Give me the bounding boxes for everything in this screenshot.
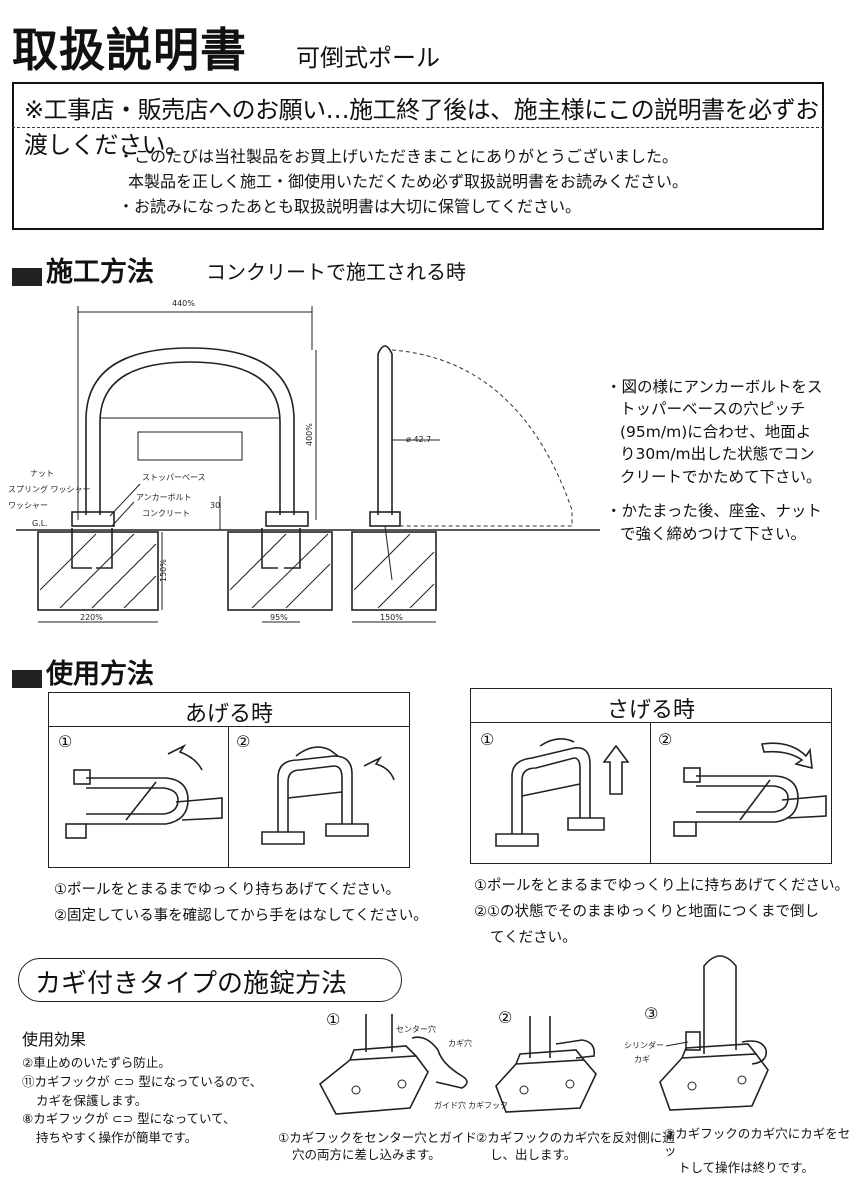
raise-divider	[48, 726, 410, 727]
stopper-base-label: ストッパーベース	[142, 473, 206, 482]
lower-frame	[470, 688, 832, 864]
lower-caption-1: ①ポールをとまるまでゆっくり上に持ちあげてください。	[474, 878, 850, 894]
notice-headline: ※工事店・販売店へのお願い…施工終了後は、施主様にこの説明書を必ずお渡しください…	[12, 82, 824, 159]
install-note-line: (95m/m)に合わせ、地面よ	[620, 422, 812, 441]
raise-step2-num: ②	[236, 732, 251, 751]
install-heading: 施工方法	[12, 250, 154, 289]
document-subtitle: 可倒式ポール	[296, 44, 440, 72]
key-label: カギ	[634, 1055, 650, 1064]
raise-step1-illustration	[65, 743, 223, 839]
dim-150-depth-label: 150%	[159, 559, 168, 582]
lock-step2-illustration	[495, 1016, 597, 1113]
lower-caption-2: ②①の状態でそのままゆっくりと地面につくまで倒し	[474, 904, 819, 920]
center-hole-label: センター穴	[396, 1024, 436, 1034]
concrete-label: コンクリート	[142, 509, 190, 518]
dim-95-label: 95%	[270, 613, 288, 622]
lock-step1-illustration: センター穴 カギ穴 ガイド穴 カギフック	[318, 1014, 508, 1115]
notice-line-1: ・このたびは当社製品をお買上げいただきまことにありがとうございました。	[118, 147, 679, 166]
nut-label: ナット	[30, 469, 54, 478]
dim-width-label: 440%	[172, 299, 195, 308]
raise-title: あげる時	[184, 702, 273, 727]
lock-caption-line: ②カギフックのカギ穴を反対側に通	[476, 1130, 675, 1145]
lock-step3-illustration: シリンダー カギ	[624, 955, 769, 1111]
dim-220-label: 220%	[80, 613, 103, 622]
raise-caption-1: ①ポールをとまるまでゆっくり持ちあげてください。	[54, 882, 401, 898]
effects-title: 使用効果	[22, 1030, 87, 1049]
washer-label: ワッシャー	[8, 501, 48, 510]
usage-heading: 使用方法	[12, 652, 154, 691]
install-note-line: トッパーベースの穴ピッチ	[620, 400, 806, 419]
lock-heading: カギ付きタイプの施錠方法	[18, 958, 402, 1002]
raise-step1-num: ①	[58, 732, 73, 751]
spring-washer-label: スプリング ワッシャー	[8, 484, 91, 494]
notice-line-2: 本製品を正しく施工・御使用いただくため必ず取扱説明書をお読みください。	[128, 172, 689, 191]
lock-step1-caption: ①カギフックをセンター穴とガイド 穴の両方に差し込みます。	[278, 1130, 477, 1164]
lock-step2-caption: ②カギフックのカギ穴を反対側に通 し、出します。	[476, 1130, 675, 1164]
anchor-bolt-label: アンカーボルト	[136, 493, 192, 502]
notice-box	[12, 82, 824, 230]
installation-diagram: 440% 400% G.L. ナット スプリング ワッシャー ワッシャー ストッ…	[8, 299, 600, 623]
key-hook-label: カギフック	[468, 1101, 508, 1110]
lock-caption-line: し、出します。	[490, 1146, 577, 1162]
effect-item: ⑪カギフックが ⊂⊃ 型になっているので、	[22, 1073, 263, 1089]
lower-step1-num: ①	[480, 730, 495, 749]
lower-step2-illustration	[673, 742, 827, 837]
install-notes: ・図の様にアンカーボルトをス トッパーベースの穴ピッチ (95m/m)に合わせ、…	[606, 376, 842, 545]
lower-split	[650, 722, 651, 864]
dim-height-label: 400%	[305, 423, 314, 446]
dim-150-width-label: 150%	[380, 613, 403, 622]
section-marker-icon	[12, 669, 42, 688]
install-note-line: ・かたまった後、座金、ナット	[606, 502, 822, 521]
effects-list: ②車止めのいたずら防止。 ⑪カギフックが ⊂⊃ 型になっているので、 カギを保護…	[22, 1054, 262, 1148]
effect-item: カギを保護します。	[36, 1092, 148, 1108]
lower-title: さげる時	[606, 698, 695, 723]
effect-item: ⑧カギフックが ⊂⊃ 型になっていて、	[22, 1111, 236, 1127]
raise-split	[228, 726, 229, 868]
lock-caption-line: 穴の両方に差し込みます。	[292, 1146, 441, 1162]
effect-item: ②車止めのいたずら防止。	[22, 1055, 171, 1070]
raise-caption-2: ②固定している事を確認してから手をはなしてください。	[54, 908, 428, 924]
notice-line-3: ・お読みになったあとも取扱説明書は大切に保管してください。	[118, 197, 582, 216]
lock-caption-line: ③カギフックのカギ穴にカギをセッ	[664, 1126, 851, 1158]
lower-caption-3: てください。	[490, 930, 577, 946]
install-note-line: ・図の様にアンカーボルトをス	[606, 378, 823, 396]
install-subheading: コンクリートで施工される時	[206, 260, 466, 284]
lower-divider	[470, 722, 832, 723]
lower-step1-illustration	[495, 738, 630, 847]
raise-step2-illustration	[261, 746, 395, 845]
gl-label: G.L.	[32, 519, 48, 528]
section-marker-icon	[12, 267, 42, 286]
guide-hole-label: ガイド穴	[434, 1100, 466, 1110]
install-note-line: り30m/m出した状態でコン	[620, 445, 815, 464]
document-title: 取扱説明書	[12, 23, 247, 77]
lower-step2-num: ②	[658, 730, 673, 749]
raise-frame	[48, 692, 410, 868]
effect-item: 持ちやすく操作が簡単です。	[36, 1130, 198, 1145]
lock-step3-num: ③	[644, 1004, 659, 1023]
lock-caption-line: トして操作は終りです。	[678, 1159, 814, 1175]
key-hole-label: カギ穴	[448, 1038, 472, 1048]
lock-caption-line: ①カギフックをセンター穴とガイド	[278, 1130, 477, 1145]
install-note-line: で強く締めつけて下さい。	[620, 524, 807, 543]
lock-step1-num: ①	[326, 1010, 341, 1029]
lock-step2-num: ②	[498, 1008, 513, 1027]
install-note-line: クリートでかためて下さい。	[620, 467, 822, 486]
dim-30-label: 30	[210, 501, 220, 510]
lock-step3-caption: ③カギフックのカギ穴にカギをセッ トして操作は終りです。	[664, 1126, 856, 1177]
cylinder-label: シリンダー	[624, 1040, 664, 1050]
